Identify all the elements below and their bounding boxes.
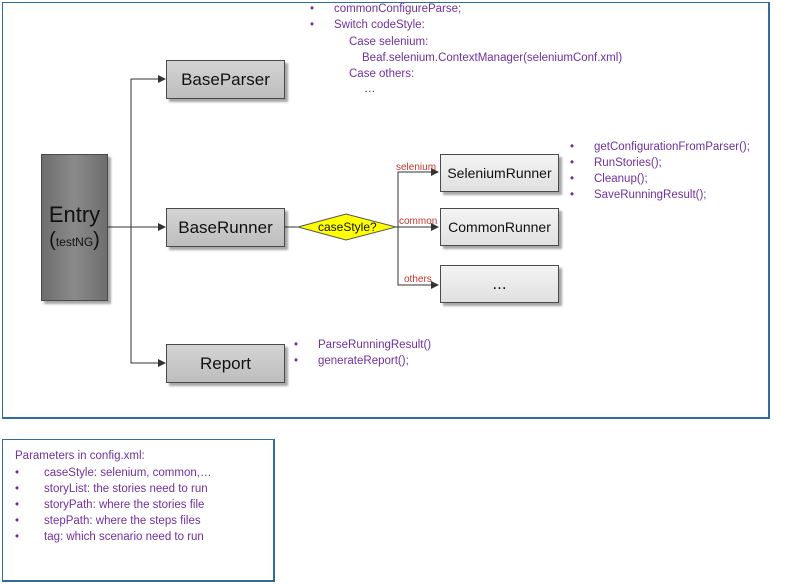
selenium-runner-box: SeleniumRunner [440,154,559,192]
entry-title: Entry [48,201,101,227]
note-item: •commonConfigureParse; [310,3,462,15]
parser-notes: •commonConfigureParse; •Switch codeStyle… [310,1,462,33]
note-item: •generateReport(); [294,355,409,367]
note-ellipsis: … [364,83,376,95]
param-item: •storyList: the stories need to run [15,483,208,495]
params-list: •caseStyle: selenium, common,… •storyLis… [15,465,212,545]
main-diagram-frame [2,2,770,419]
edge-decision-others [397,227,439,289]
param-item: •storyPath: where the stories file [15,499,205,511]
decision-label: caseStyle? [318,220,377,234]
baseparser-box: BaseParser [166,60,285,99]
common-runner-box: CommonRunner [440,208,559,246]
note-case-others: Case others: [349,68,415,80]
edge-label-common: common [399,216,438,227]
note-case-selenium: Case selenium: [349,36,429,48]
report-notes: •ParseRunningResult() •generateReport(); [294,337,432,369]
baserunner-box: BaseRunner [166,208,285,247]
note-item: •RunStories(); [570,157,662,169]
report-box: Report [166,344,285,383]
edge-label-selenium: selenium [396,162,437,173]
note-item: •Switch codeStyle: [310,19,425,31]
parameters-frame [2,439,275,582]
note-item: •Cleanup(); [570,173,648,185]
note-case-selenium-action: Beaf.selenium.ContextManager(seleniumCon… [362,52,623,64]
param-item: •stepPath: where the steps files [15,515,201,527]
edge-entry-report [130,227,166,367]
entry-box: Entry (testNG) [41,154,108,301]
entry-subtitle: (testNG) [49,228,100,251]
edge-label-others: others [404,274,432,285]
note-item: •ParseRunningResult() [294,339,432,351]
runner-notes: •getConfigurationFromParser(); •RunStori… [570,139,750,203]
other-runner-box: ... [440,265,559,303]
note-item: •SaveRunningResult(); [570,189,707,201]
edge-entry-baseparser [108,75,166,228]
param-item: •tag: which scenario need to run [15,531,204,543]
params-title: Parameters in config.xml: [15,450,145,462]
note-item: •getConfigurationFromParser(); [570,141,750,153]
param-item: •caseStyle: selenium, common,… [15,467,212,479]
